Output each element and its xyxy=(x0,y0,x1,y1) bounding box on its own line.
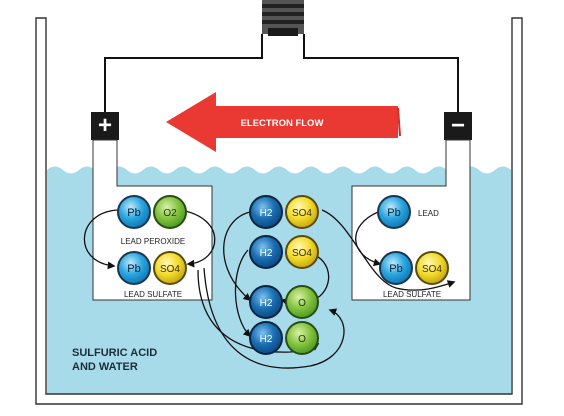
reaction-arrow xyxy=(203,267,345,369)
left-plate xyxy=(92,139,213,301)
right-lead-sulfate-pb-atom: Pb xyxy=(379,251,413,285)
atom-label: Pb xyxy=(127,263,140,275)
atom-label: H2 xyxy=(260,298,273,309)
lead-peroxide-pb-atom: Pb xyxy=(117,195,151,229)
circuit-wire xyxy=(104,34,459,112)
plus-icon: + xyxy=(98,112,112,139)
center-h2-atom: H2 xyxy=(249,195,283,229)
center-h2-atom: H2 xyxy=(249,321,283,355)
atom-label: H2 xyxy=(260,334,273,345)
center-so4-atom: SO4 xyxy=(285,195,319,229)
reaction-arrow xyxy=(83,209,119,270)
electrolyte-label-line-2: AND WATER xyxy=(72,361,138,373)
atom-label: SO4 xyxy=(292,248,312,259)
light-bulb-icon xyxy=(262,0,304,36)
lead-peroxide-label: LEAD PEROXIDE xyxy=(121,237,185,246)
right-lead-sulfate-so4-atom: SO4 xyxy=(415,251,449,285)
atom-label: H2 xyxy=(260,208,273,219)
battery-container xyxy=(35,17,523,405)
lead-pb-atom: Pb xyxy=(377,195,411,229)
center-h2-atom: H2 xyxy=(249,235,283,269)
minus-icon: − xyxy=(451,112,465,139)
center-oxygen-atom: O xyxy=(285,321,319,355)
electron-flow-arrow: ELECTRON FLOW xyxy=(166,92,401,152)
reaction-arrow xyxy=(234,249,252,338)
atom-label: Pb xyxy=(387,207,400,219)
electrolyte-label-line-1: SULFURIC ACID xyxy=(72,347,157,359)
electron-flow-label: ELECTRON FLOW xyxy=(241,118,324,129)
atom-label: O xyxy=(298,298,306,309)
atom-label: O2 xyxy=(163,208,177,219)
right-lead-sulfate-label: LEAD SULFATE xyxy=(383,290,441,299)
left-lead-sulfate-label: LEAD SULFATE xyxy=(124,290,182,299)
negative-terminal: − xyxy=(444,112,472,140)
center-so4-atom: SO4 xyxy=(285,235,319,269)
atom-label: Pb xyxy=(127,207,140,219)
left-lead-sulfate-so4-atom: SO4 xyxy=(153,251,187,285)
lead-label: LEAD xyxy=(418,209,439,218)
center-h2-atom: H2 xyxy=(249,285,283,319)
atom-label: SO4 xyxy=(160,264,180,275)
reaction-arrow xyxy=(355,211,382,267)
atom-label: H2 xyxy=(260,248,273,259)
left-lead-sulfate-pb-atom: Pb xyxy=(117,251,151,285)
reaction-arrow xyxy=(223,211,252,302)
atom-label: O xyxy=(298,334,306,345)
atom-label: Pb xyxy=(389,263,402,275)
reaction-arrows xyxy=(83,209,456,369)
positive-terminal: + xyxy=(91,112,119,140)
lead-peroxide-o2-atom: O2 xyxy=(153,195,187,229)
atom-label: SO4 xyxy=(422,264,442,275)
reaction-arrow xyxy=(321,209,456,291)
center-oxygen-atom: O xyxy=(285,285,319,319)
atom-label: SO4 xyxy=(292,208,312,219)
reaction-arrow xyxy=(179,209,216,268)
